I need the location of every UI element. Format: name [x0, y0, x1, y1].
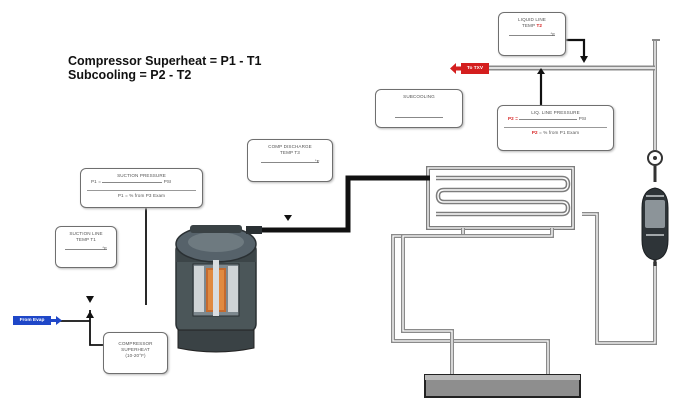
compressor-superheat-line2: SUPERHEAT [121, 347, 150, 352]
liquid-line-pressure-reading: P2 = PSI [498, 116, 613, 122]
comp-discharge-sub: TEMP T3 [280, 150, 300, 155]
sensor-leads [57, 207, 147, 346]
liquid-line-temp-blank: °F [508, 32, 556, 37]
suction-pressure-divider [87, 190, 196, 191]
receiver-drier [641, 150, 669, 266]
superheat-formula: Compressor Superheat = P1 - T1 [68, 54, 262, 68]
refrigerant-tubing [391, 39, 660, 376]
suction-pressure-box: SUCTION PRESSURE P1 = PSI P1 = % from P3… [80, 168, 203, 208]
comp-discharge-title: COMP DISCHARGE [268, 144, 312, 149]
to-txv-arrow-icon [450, 63, 462, 74]
liquid-line-temp-reading: TEMP T2 [499, 23, 565, 29]
suction-pressure-reading: P1 = PSI [81, 179, 202, 185]
liquid-line-temp-unit: °F [550, 32, 556, 37]
suction-pressure-title: SUCTION PRESSURE [117, 173, 166, 178]
compressor-icon [175, 225, 262, 353]
compressor-superheat-line3: (10-20°F) [125, 353, 146, 358]
liquid-line [488, 38, 655, 105]
compressor-superheat-box: COMPRESSOR SUPERHEAT (10-20°F) [103, 332, 168, 374]
discharge-line [250, 175, 430, 233]
from-evap-tag: From Evap [13, 316, 51, 325]
suction-pressure-unit: PSI [163, 179, 172, 184]
subcooling-formula: Subcooling = P2 - T2 [68, 68, 192, 82]
compressor-superheat-line1: COMPRESSOR [118, 341, 153, 346]
suction-line-temp-unit: °F [102, 246, 107, 251]
suction-pressure-prefix: P1 = [91, 179, 101, 184]
liquid-line-temp-sub: TEMP [521, 23, 536, 28]
subcooling-box: SUBCOOLING [375, 89, 463, 128]
liquid-line-pressure-box: LIQ. LINE PRESSURE P2 = PSI P2 = % from … [497, 105, 614, 151]
suction-line-temp-sub: TEMP T1 [76, 237, 96, 242]
liquid-line-temp-box: LIQUID LINE TEMP T2 °F [498, 12, 566, 56]
comp-discharge-blank: °F [260, 159, 320, 164]
accumulator-tank [424, 374, 581, 398]
to-txv-label: To TXV [466, 66, 484, 71]
suction-line-temp-blank: °F [65, 246, 107, 251]
liquid-line-temp-title: LIQUID LINE [518, 17, 546, 22]
comp-discharge-temp-box: COMP DISCHARGE TEMP T3 °F [247, 139, 333, 182]
liquid-line-pressure-title: LIQ. LINE PRESSURE [531, 110, 580, 115]
liquid-line-pressure-unit: PSI [578, 116, 587, 121]
comp-discharge-unit: °F [314, 159, 320, 164]
liquid-line-pressure-blank [519, 119, 578, 120]
liquid-line-pressure-divider [504, 127, 607, 128]
liquid-line-pressure-prefix: P2 = [508, 116, 518, 121]
liquid-line-temp-tag: T2 [536, 23, 543, 28]
suction-line-temp-title: SUCTION LINE [69, 231, 103, 236]
liquid-line-pressure-note-text: = % from P1 Exam [539, 130, 580, 135]
suction-line-temp-box: SUCTION LINE TEMP T1 °F [55, 226, 117, 268]
from-evap-label: From Evap [19, 318, 45, 323]
to-txv-tag: To TXV [461, 63, 489, 74]
liquid-line-pressure-note-red: P2 [531, 130, 538, 135]
suction-pressure-blank [102, 182, 163, 183]
liquid-line-pressure-note: P2 = % from P1 Exam [498, 130, 613, 136]
from-evap-arrow-icon [50, 316, 62, 325]
condenser-coil [426, 166, 575, 230]
subcooling-blank [395, 114, 443, 118]
subcooling-title: SUBCOOLING [403, 94, 435, 99]
suction-pressure-note: P1 = % from P3 Exam [117, 193, 166, 198]
